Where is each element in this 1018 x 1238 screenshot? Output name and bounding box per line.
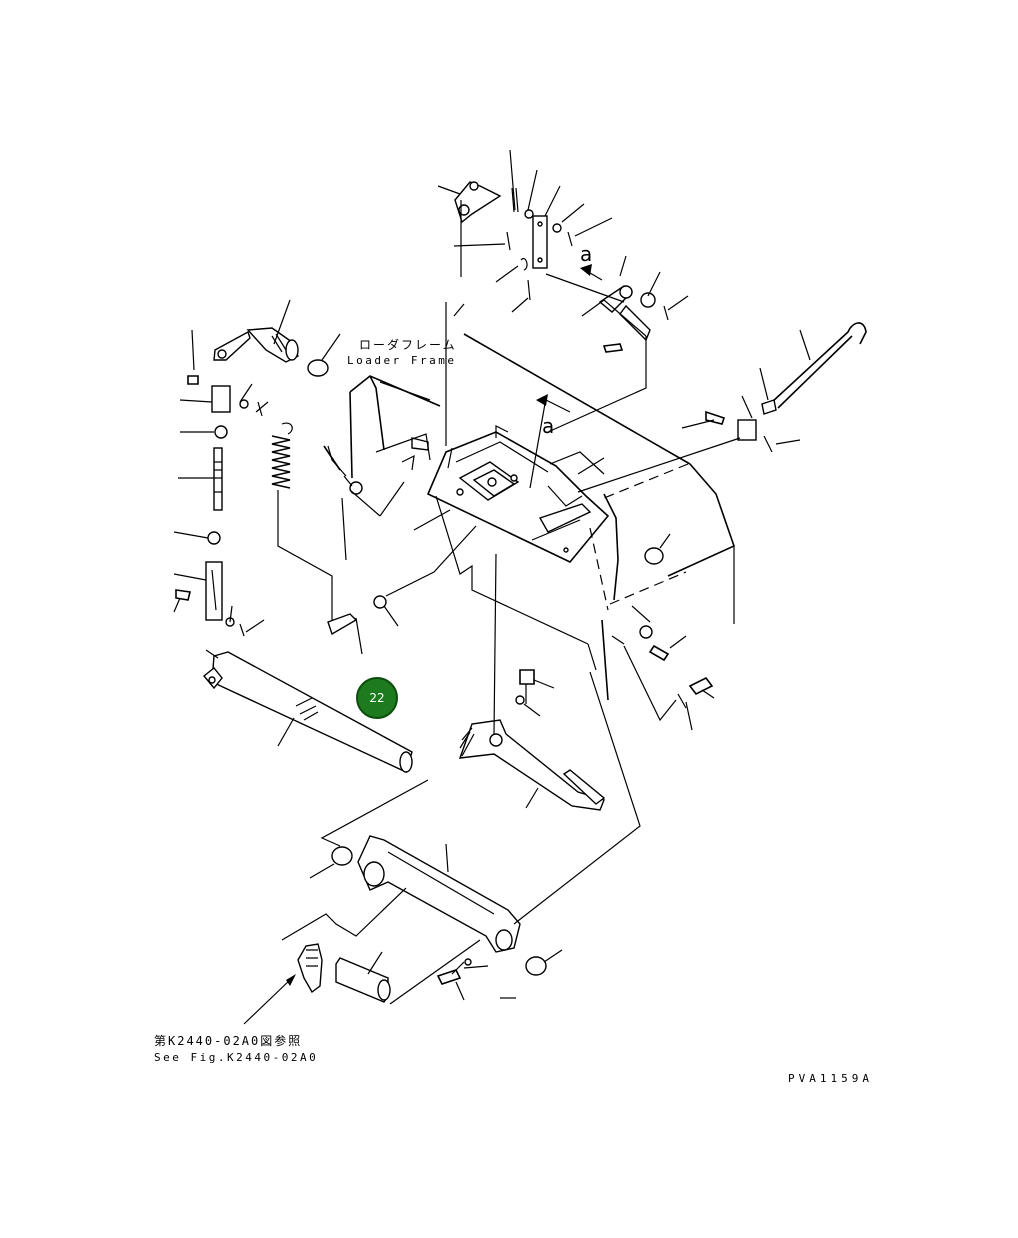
figure-code: PVA1159A <box>788 1072 873 1085</box>
loader-frame-bracket <box>323 375 441 561</box>
long-shaft <box>203 649 413 773</box>
lower-pedal-frame <box>309 671 641 1001</box>
view-a-marker-top: a <box>580 242 593 266</box>
loader-frame-label-en: Loader Frame <box>347 354 457 367</box>
upper-lever-assembly <box>437 149 613 313</box>
left-shaft-lever <box>213 299 341 377</box>
left-hardware-column <box>173 329 269 637</box>
right-rod-assembly <box>577 322 867 493</box>
reference-label-en: See Fig.K2440-02A0 <box>154 1051 319 1064</box>
control-stand-plate <box>401 302 610 563</box>
lower-linkage <box>243 887 481 1025</box>
right-top-lever <box>545 255 689 433</box>
housing-body <box>435 333 735 701</box>
view-a-marker-center: a <box>542 414 555 438</box>
loader-frame-label-jp: ローダフレーム <box>359 338 457 352</box>
pedal-assembly <box>458 553 606 811</box>
part-callout-22[interactable]: 22 <box>356 677 398 719</box>
reference-label-jp: 第K2440-02A0図参照 <box>154 1034 303 1048</box>
spring-and-rod <box>271 422 477 655</box>
right-lower-bolts <box>611 605 715 731</box>
